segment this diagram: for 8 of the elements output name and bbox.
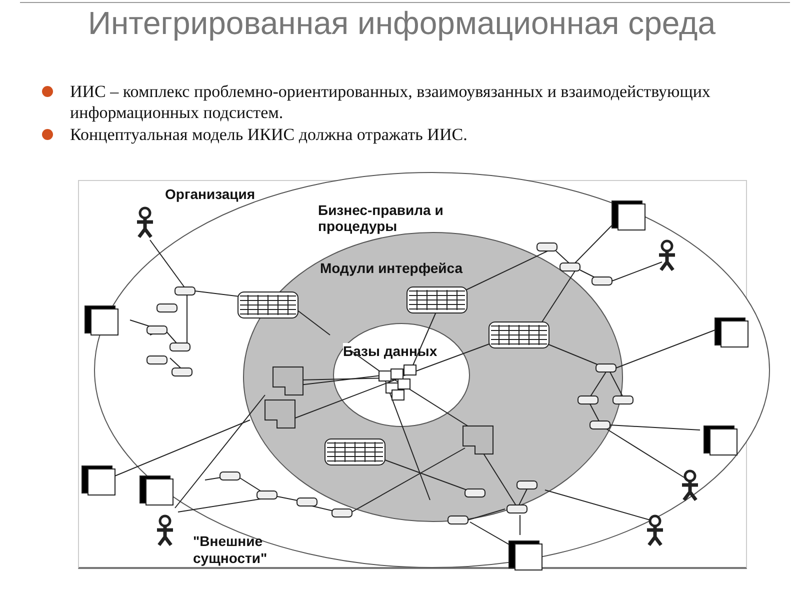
database-circle: [333, 323, 470, 427]
group-label: "Внешние сущности": [193, 533, 268, 567]
slide-title: Интегрированная информационная среда: [88, 5, 716, 41]
bullet-text: ИИС – комплекс проблемно-ориентированных, взаимоувязанных и взаимодействующих информационных подсистем.: [70, 81, 712, 123]
bullet-text: Концептуальная модель ИКИС должна отражать ИИС.: [70, 124, 468, 145]
region-label: Бизнес-правила и процедуры: [318, 202, 444, 234]
region-label: Организация: [165, 186, 256, 202]
region-label: Модули интерфейса: [320, 260, 464, 276]
